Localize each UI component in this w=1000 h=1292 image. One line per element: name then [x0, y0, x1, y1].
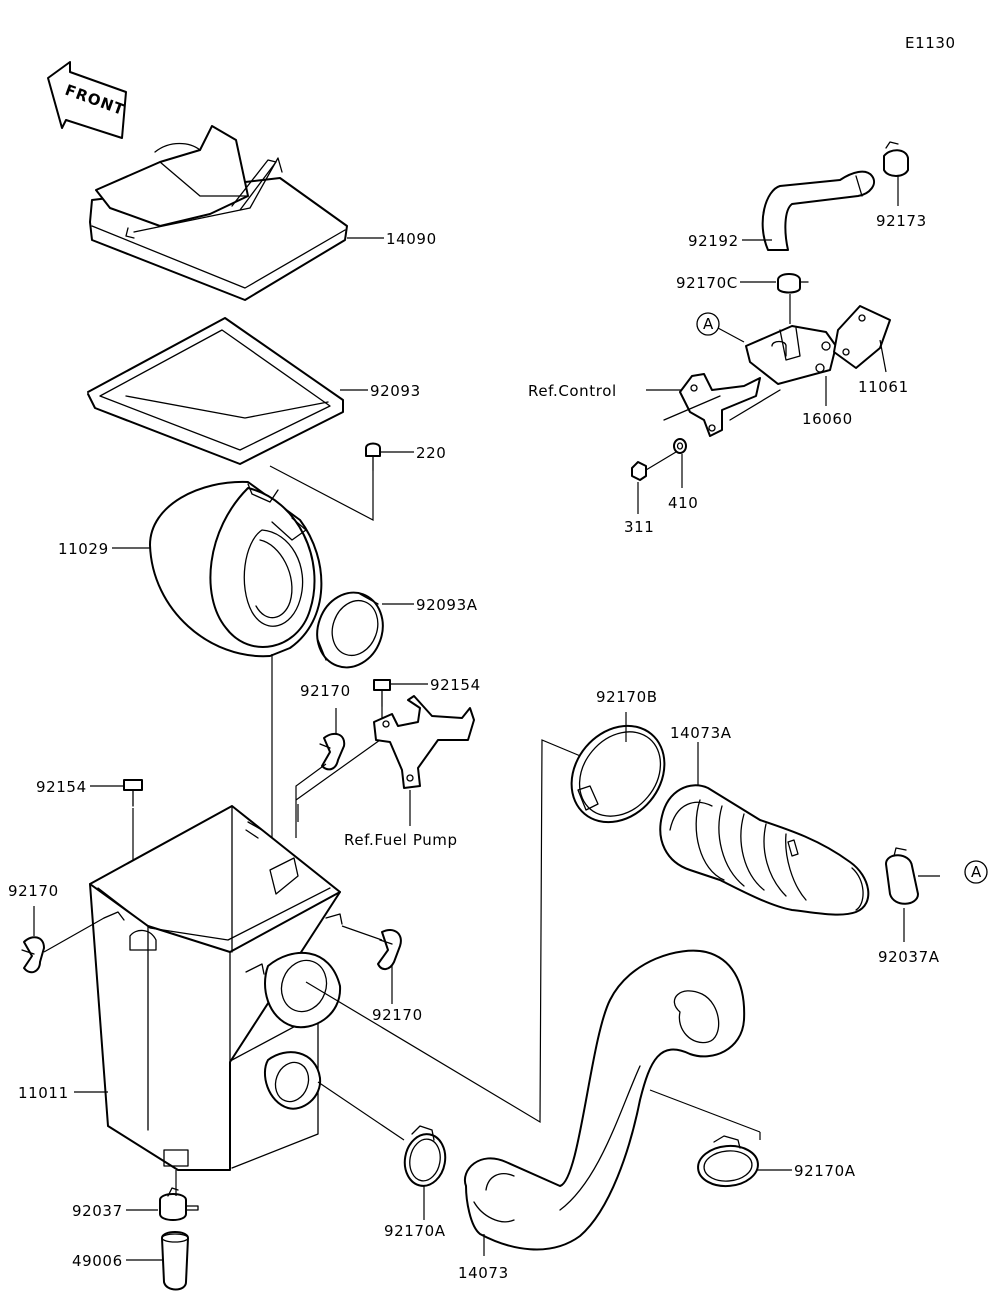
ref-marker-a-left [696, 312, 720, 336]
bolt-92154-left[interactable] [123, 779, 143, 807]
ref-marker-a-right-label: A [971, 863, 982, 881]
clamp-92037A[interactable] [885, 847, 919, 905]
part-92093-label: 92093 [370, 382, 421, 400]
part-14073-label: 14073 [458, 1264, 509, 1282]
part-11061-label: 11061 [858, 378, 909, 396]
part-92170-right-label: 92170 [372, 1006, 423, 1024]
part-14073A-label: 14073A [670, 724, 732, 742]
part-92093A-label: 92093A [416, 596, 478, 614]
clip-92170-right[interactable] [377, 928, 402, 970]
part-92154-left-label: 92154 [36, 778, 87, 796]
part-49006-label: 49006 [72, 1252, 123, 1270]
part-92154-top-label: 92154 [430, 676, 481, 694]
part-92170A-right-label: 92170A [794, 1162, 856, 1180]
part-311-label: 311 [624, 518, 654, 536]
washer-410[interactable] [673, 438, 687, 454]
air-box-gasket[interactable] [87, 317, 344, 465]
ref-control-label: Ref.Control [528, 382, 617, 400]
air-box-cover[interactable] [89, 125, 348, 301]
part-92192-label: 92192 [688, 232, 739, 250]
intake-boot-14073A[interactable] [659, 784, 870, 916]
clamp-92170C[interactable] [777, 273, 809, 294]
part-11011-label: 11011 [18, 1084, 69, 1102]
intake-duct-14073[interactable] [463, 949, 746, 1251]
part-14090-label: 14090 [386, 230, 437, 248]
part-92170B-label: 92170B [596, 688, 658, 706]
control-bracket [663, 373, 781, 437]
part-16060-label: 16060 [802, 410, 853, 428]
part-92170-left-label: 92170 [8, 882, 59, 900]
hose-clamp-92170A-left[interactable] [401, 1125, 449, 1189]
part-92173-label: 92173 [876, 212, 927, 230]
clip-92170-mid[interactable] [319, 732, 346, 771]
nut-311[interactable] [631, 461, 647, 481]
part-92170-mid-label: 92170 [300, 682, 351, 700]
part-92037-label: 92037 [72, 1202, 123, 1220]
bolt-92154-top[interactable] [373, 679, 391, 707]
clip-92170-left[interactable] [21, 936, 45, 974]
ref-fuel-pump-label: Ref.Fuel Pump [344, 831, 458, 849]
seal-ring[interactable] [307, 583, 393, 676]
hose-92192[interactable] [761, 170, 876, 251]
part-92037A-label: 92037A [878, 948, 940, 966]
fitting-16060[interactable] [745, 325, 837, 385]
part-220-label: 220 [416, 444, 446, 462]
part-92170A-left-label: 92170A [384, 1222, 446, 1240]
front-arrow-icon: FRONT [47, 61, 127, 139]
bolt-220[interactable] [365, 442, 381, 471]
air-filter-element[interactable] [149, 480, 323, 658]
part-92170C-label: 92170C [676, 274, 738, 292]
hose-clamp-92170A-right[interactable] [696, 1135, 759, 1189]
drain-tube-49006[interactable] [161, 1231, 189, 1291]
air-box-body[interactable] [89, 805, 343, 1171]
fuel-pump-bracket [373, 695, 475, 789]
diagram-code: E1130 [905, 34, 956, 52]
ref-marker-a-left-label: A [703, 315, 714, 333]
clamp-92037[interactable] [159, 1187, 199, 1221]
gasket-11061[interactable] [833, 305, 891, 369]
clamp-92173[interactable] [883, 141, 909, 177]
part-410-label: 410 [668, 494, 698, 512]
hose-clamp-92170B[interactable] [552, 707, 683, 841]
ref-marker-a-right [964, 860, 988, 884]
part-11029-label: 11029 [58, 540, 109, 558]
